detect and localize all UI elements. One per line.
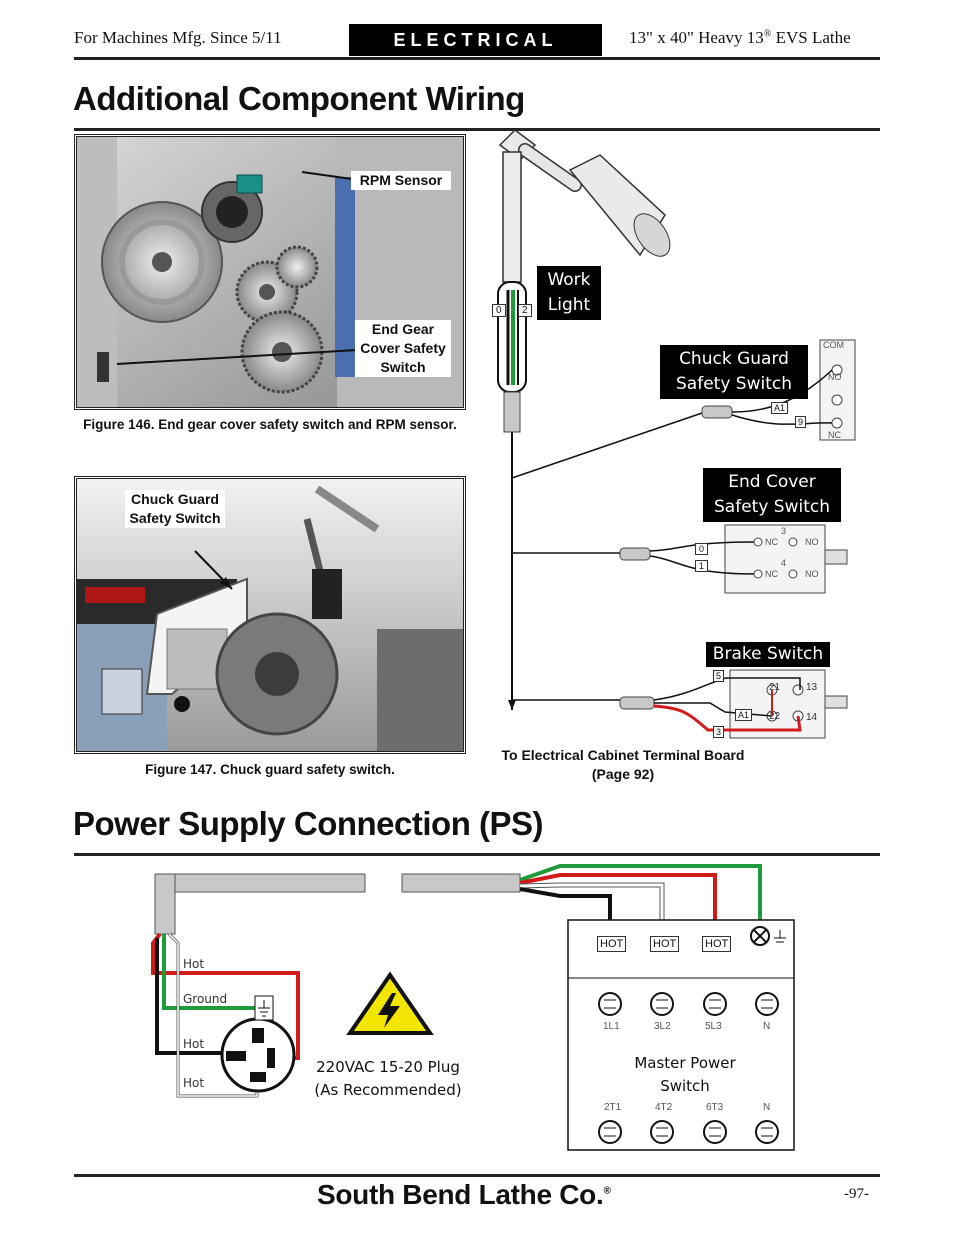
figure-147-photo (74, 476, 466, 754)
end-gear-leader (116, 349, 358, 365)
page-number: -97- (844, 1186, 869, 1202)
switch-hot-1: HOT (597, 936, 627, 952)
cabinet-note-line2: (Page 92) (591, 766, 655, 782)
switch-term-6t3: 6T3 (706, 1102, 724, 1113)
plug-label-hot-3: Hot (183, 1076, 205, 1090)
cabinet-note: To Electrical Cabinet Terminal Board (Pa… (480, 746, 766, 784)
switch-term-3l2: 3L2 (654, 1021, 671, 1032)
footer-rule (74, 1174, 880, 1177)
brake-term-13: 13 (806, 682, 818, 693)
master-power-switch-box (567, 919, 795, 1151)
power-supply-diagram (151, 864, 795, 1151)
header-section-tab: ELECTRICAL (349, 24, 602, 56)
work-light-term-0: 0 (492, 304, 506, 317)
section-rule-2 (74, 853, 880, 856)
end-cover-switch (619, 524, 848, 594)
ground-wire-green (519, 864, 762, 928)
callout-chuck-guard: Chuck Guard Safety Switch (125, 490, 225, 528)
plug-note-line1: 220VAC 15-20 Plug (316, 1058, 460, 1076)
switch-title-line2: Switch (660, 1077, 710, 1095)
end-cover-wire-1: 1 (695, 560, 709, 572)
end-cover-term-no-top: NO (805, 537, 819, 547)
brake-wire-3: 3 (713, 726, 725, 738)
switch-title-line1: Master Power (634, 1054, 736, 1072)
brake-term-22: 22 (769, 711, 781, 722)
section-title-power-supply: Power Supply Connection (PS) (73, 805, 544, 842)
switch-term-5l3: 5L3 (705, 1021, 722, 1032)
end-cover-switch-label: End Cover Safety Switch (703, 468, 841, 522)
top-terminals (598, 992, 779, 1016)
plug-note-line2: (As Recommended) (314, 1081, 462, 1099)
chuck-term-com: COM (823, 340, 844, 350)
end-cover-term-3: 3 (781, 526, 787, 536)
callout-rpm-sensor: RPM Sensor (351, 171, 451, 190)
cabinet-note-line1: To Electrical Cabinet Terminal Board (501, 747, 745, 763)
plug-label-ground: Ground (183, 992, 228, 1006)
brake-term-14: 14 (806, 712, 818, 723)
work-light-lamp (498, 130, 671, 283)
chuck-term-nc: NC (828, 430, 841, 440)
switch-term-n-top: N (763, 1021, 771, 1032)
end-cover-term-no-bot: NO (805, 569, 819, 579)
header-model: 13" x 40" Heavy 13® EVS Lathe (629, 28, 851, 47)
brake-term-21: 21 (769, 682, 781, 693)
brake-wire-5: 5 (713, 670, 725, 682)
chuck-term-no: NO (828, 372, 842, 382)
chuck-guard-photo-illustration (77, 479, 463, 751)
chuck-wire-a1: A1 (771, 402, 789, 414)
chuck-guard-switch-label: Chuck Guard Safety Switch (660, 345, 808, 399)
work-light-label: Work Light (537, 266, 601, 320)
end-cover-wire-0: 0 (695, 543, 709, 555)
figure-147-caption: Figure 147. Chuck guard safety switch. (145, 762, 395, 777)
switch-hot-2: HOT (650, 936, 680, 952)
chuck-guard-switch (701, 339, 856, 441)
end-cover-term-nc-top: NC (765, 537, 778, 547)
header-rule (74, 57, 880, 60)
section-title-additional-wiring: Additional Component Wiring (73, 80, 525, 117)
switch-term-1l1: 1L1 (603, 1021, 620, 1032)
brake-switch (619, 669, 848, 739)
master-power-switch-title: Master Power Switch (610, 1052, 760, 1098)
plug-note: 220VAC 15-20 Plug (As Recommended) (300, 1056, 476, 1102)
figure-146-caption: Figure 146. End gear cover safety switch… (83, 417, 457, 432)
section-rule-1 (74, 128, 880, 131)
brake-switch-label: Brake Switch (706, 642, 830, 667)
header-machine-date: For Machines Mfg. Since 5/11 (74, 28, 282, 47)
component-wiring-diagram (497, 130, 856, 739)
work-light-term-2: 2 (518, 304, 532, 317)
switch-term-4t2: 4T2 (655, 1102, 673, 1113)
callout-end-gear-switch: End Gear Cover Safety Switch (355, 320, 451, 377)
switch-term-n-bottom: N (763, 1102, 771, 1113)
brake-wire-a1: A1 (735, 709, 753, 721)
plug-label-hot-2: Hot (183, 1037, 205, 1051)
footer-brand-logo: South Bend Lathe Co.® (317, 1179, 611, 1210)
chuck-wire-9: 9 (795, 416, 807, 428)
switch-hot-3: HOT (702, 936, 732, 952)
end-cover-term-4: 4 (781, 558, 787, 568)
rpm-sensor-leader (301, 171, 353, 180)
switch-term-2t1: 2T1 (604, 1102, 622, 1113)
chuck-branch-line (511, 411, 706, 479)
plug-label-hot-1: Hot (183, 957, 205, 971)
bottom-terminals (598, 1120, 779, 1144)
end-cover-term-nc-bot: NC (765, 569, 778, 579)
